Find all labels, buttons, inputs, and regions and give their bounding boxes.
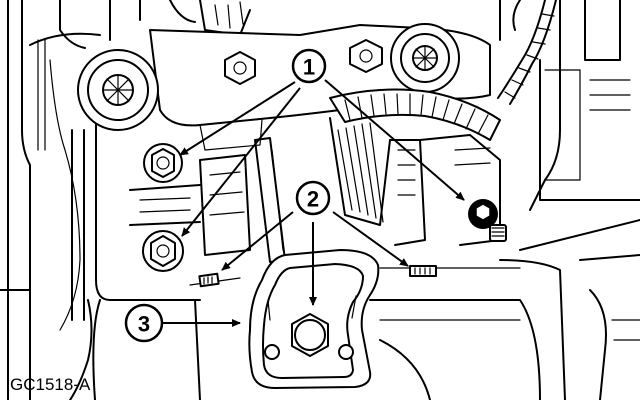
right-engine-structure: [419, 0, 640, 400]
leader-arrow-2c: [332, 211, 409, 267]
right-retaining-clip: [379, 265, 521, 277]
leader-arrow-1b: [181, 87, 301, 237]
right-stud-bolt: [468, 199, 507, 242]
leader-arrow-1c: [324, 79, 465, 201]
left-lower-nut: [142, 230, 184, 272]
center-engine-block: [199, 117, 426, 263]
callout-3-number: 3: [138, 312, 150, 337]
callout-1-leaders: [179, 79, 465, 237]
callout-3-circle: [124, 303, 164, 343]
lower-crossmember: [92, 299, 541, 400]
figure-id-label: GC1518-A: [10, 375, 91, 394]
callout-2-leaders: [221, 211, 409, 306]
upper-hex-bolt-left: [224, 51, 256, 85]
callout-1-number: 1: [303, 55, 315, 80]
upper-hex-bolt-center: [349, 39, 383, 73]
left-frame-structure: [0, 0, 251, 400]
engine-mount-plate: [248, 249, 380, 389]
leader-arrow-1a: [179, 81, 296, 156]
right-isolator: [390, 23, 460, 93]
left-upper-nut: [143, 143, 183, 183]
callout-1: 1: [291, 48, 327, 84]
callout-2-number: 2: [307, 187, 319, 212]
left-isolator: [77, 49, 159, 131]
callout-1-circle: [291, 48, 327, 84]
left-retaining-clip: [189, 272, 241, 288]
leader-arrow-2a: [221, 211, 294, 271]
left-bracket-ribs: [139, 197, 191, 213]
left-wiring-cable: [69, 299, 93, 400]
wiring-harness-conduit: [329, 0, 557, 141]
left-bracket-rails: [129, 184, 201, 226]
callout-2-circle: [295, 180, 331, 216]
callout-3: 3: [124, 303, 164, 343]
callout-2: 2: [295, 180, 331, 216]
